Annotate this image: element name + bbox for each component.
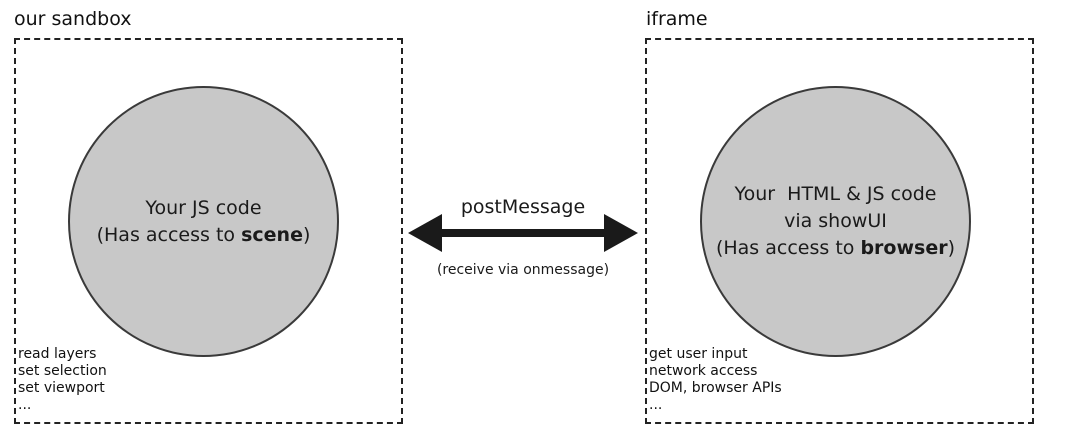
sandbox-capabilities: read layers set selection set viewport .… — [18, 346, 107, 414]
iframe-circle: Your HTML & JS code via showUI (Has acce… — [700, 86, 971, 357]
iframe-access-target: browser — [860, 237, 948, 259]
iframe-access-suffix: ) — [947, 237, 956, 259]
arrow-head-right — [604, 214, 638, 252]
capability-item: DOM, browser APIs — [649, 380, 782, 396]
iframe-circle-text: Your HTML & JS code via showUI (Has acce… — [716, 181, 955, 262]
sandbox-access-prefix: (Has access to — [96, 223, 242, 246]
sandbox-circle-text: Your JS code (Has access to scene) — [97, 195, 311, 249]
sandbox-access-line: (Has access to scene) — [97, 222, 311, 249]
capability-item: network access — [649, 363, 758, 379]
right-box-title: iframe — [646, 8, 708, 30]
arrow-head-left — [408, 214, 442, 252]
arrow-shaft — [440, 229, 606, 237]
double-arrow-icon — [408, 214, 638, 252]
iframe-box — [645, 38, 1034, 424]
capability-item: read layers — [18, 346, 97, 362]
capability-item: ... — [649, 397, 663, 413]
capability-item: set selection — [18, 363, 107, 379]
sandbox-access-suffix: ) — [302, 223, 311, 246]
connector-sublabel: (receive via onmessage) — [436, 262, 610, 278]
iframe-access-prefix: (Has access to — [715, 237, 861, 259]
iframe-via-label: via showUI — [784, 210, 887, 232]
sandbox-code-label: Your JS code — [145, 196, 262, 219]
iframe-access-line: (Has access to browser) — [716, 235, 955, 262]
capability-item: get user input — [649, 346, 748, 362]
sandbox-circle: Your JS code (Has access to scene) — [68, 86, 339, 357]
capability-item: set viewport — [18, 380, 105, 396]
connector-label: postMessage — [460, 196, 586, 218]
sandbox-access-target: scene — [241, 223, 303, 246]
capability-item: ... — [18, 397, 32, 413]
iframe-capabilities: get user input network access DOM, brows… — [649, 346, 782, 414]
iframe-code-label: Your HTML & JS code — [734, 183, 937, 205]
sandbox-box — [14, 38, 403, 424]
left-box-title: our sandbox — [14, 8, 132, 30]
